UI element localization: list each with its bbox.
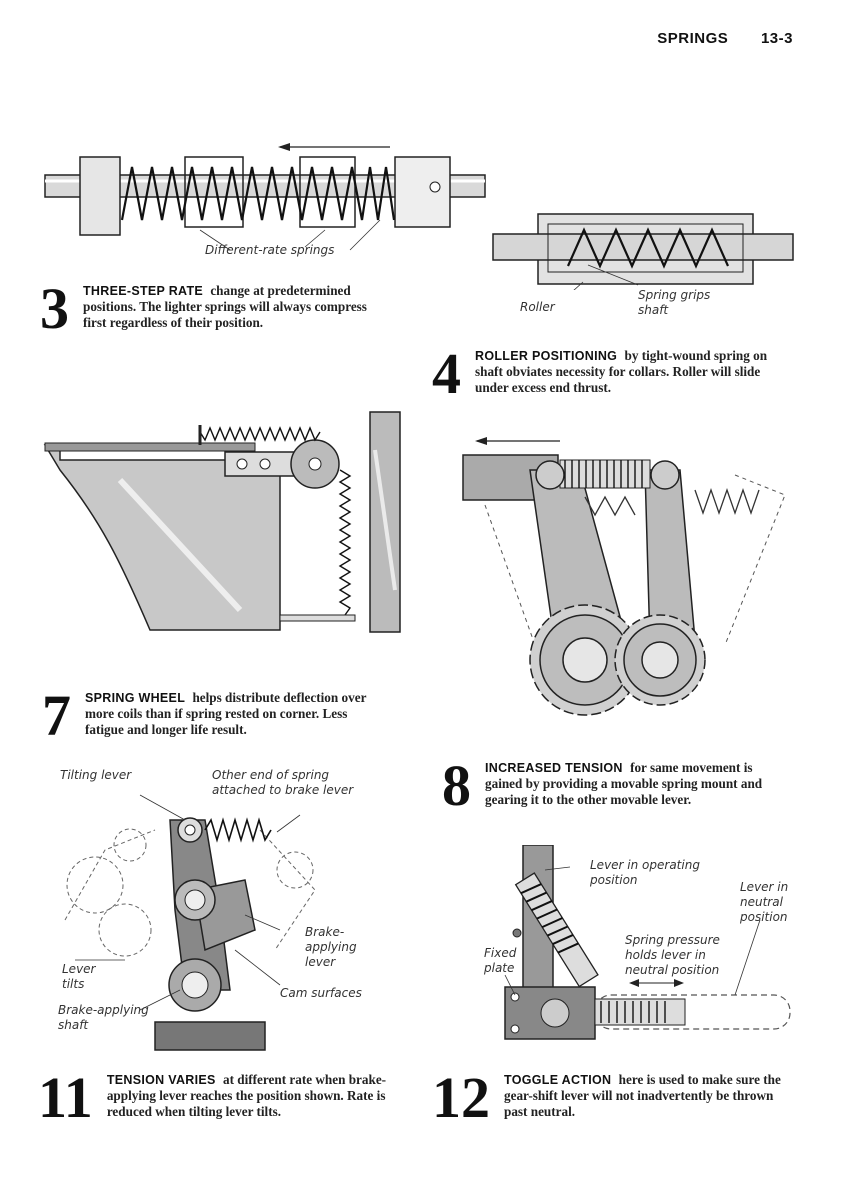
figure-3-caption: 3 THREE-STEP RATE change at predetermine… bbox=[40, 276, 385, 341]
page-header: SPRINGS 13-3 bbox=[657, 30, 793, 47]
figure-4-text: by tight-wound spring on shaft obviates … bbox=[475, 348, 768, 396]
label-brake-applying-lever: Brake- applying lever bbox=[305, 925, 357, 970]
label-spring-pressure: Spring pressure holds lever in neutral p… bbox=[625, 933, 720, 978]
label-pressure-line1: Spring pressure bbox=[625, 933, 720, 947]
label-lever-tilts-line2: tilts bbox=[62, 977, 85, 991]
label-pressure-line2: holds lever in bbox=[625, 948, 706, 962]
label-tilting-lever: Tilting lever bbox=[60, 768, 132, 782]
label-lever-tilts-line1: Lever bbox=[62, 962, 96, 976]
figure-11-illustration bbox=[45, 790, 375, 1055]
figure-8-text: for same movement is gained by providing… bbox=[485, 760, 763, 808]
figure-12-text: here is used to make sure the gear-shift… bbox=[504, 1072, 781, 1120]
figure-4-title: ROLLER POSITIONING bbox=[475, 349, 618, 363]
section-title: SPRINGS bbox=[657, 30, 729, 47]
label-shaft-line1: Brake-applying bbox=[58, 1003, 149, 1017]
label-neutral-line1: Lever in bbox=[740, 880, 789, 894]
figure-11-caption: 11 TENSION VARIES at different rate when… bbox=[38, 1065, 398, 1130]
label-brake-lever-line1: Brake- bbox=[305, 925, 345, 939]
label-brake-lever-line3: lever bbox=[305, 955, 336, 969]
figure-11-title: TENSION VARIES bbox=[106, 1073, 216, 1087]
figure-12-caption: 12 TOGGLE ACTION here is used to make su… bbox=[432, 1065, 800, 1130]
figure-12-illustration bbox=[495, 845, 800, 1045]
figure-3-illustration bbox=[40, 135, 495, 265]
figure-7-caption: 7 SPRING WHEEL helps distribute deflecti… bbox=[42, 683, 382, 748]
figure-12-number: 12 bbox=[432, 1065, 490, 1130]
label-spring-grips-line1: Spring grips bbox=[638, 288, 711, 302]
figure-7-title: SPRING WHEEL bbox=[85, 691, 186, 705]
label-neutral-line2: neutral bbox=[740, 895, 783, 909]
figure-8-number: 8 bbox=[442, 753, 471, 818]
figure-8-illustration bbox=[455, 435, 795, 735]
label-other-end-line2: attached to brake lever bbox=[212, 783, 354, 797]
label-operating-line1: Lever in operating bbox=[590, 858, 700, 872]
figure-8-caption: 8 INCREASED TENSION for same movement is… bbox=[442, 753, 787, 818]
label-lever-tilts: Lever tilts bbox=[62, 962, 96, 992]
label-pressure-line3: neutral position bbox=[625, 963, 720, 977]
label-lever-neutral-position: Lever in neutral position bbox=[740, 880, 788, 925]
figure-4-caption: 4 ROLLER POSITIONING by tight-wound spri… bbox=[432, 341, 777, 406]
figure-7-illustration bbox=[40, 410, 410, 640]
label-cam-surfaces: Cam surfaces bbox=[280, 986, 362, 1000]
label-lever-operating-position: Lever in operating position bbox=[590, 858, 700, 888]
label-shaft-line2: shaft bbox=[58, 1018, 89, 1032]
label-roller: Roller bbox=[520, 300, 555, 314]
figure-3-number: 3 bbox=[40, 276, 69, 341]
figure-11-number: 11 bbox=[38, 1065, 93, 1130]
label-operating-line2: position bbox=[590, 873, 638, 887]
label-spring-grips-line2: shaft bbox=[638, 303, 669, 317]
figure-11-text: at different rate when brake-applying le… bbox=[106, 1072, 387, 1120]
label-different-rate-springs: Different-rate springs bbox=[205, 243, 335, 257]
figure-4-number: 4 bbox=[432, 341, 461, 406]
label-neutral-line3: position bbox=[740, 910, 788, 924]
figure-4-illustration bbox=[488, 210, 798, 290]
label-brake-applying-shaft: Brake-applying shaft bbox=[58, 1003, 149, 1033]
figure-7-number: 7 bbox=[42, 683, 71, 748]
label-fixed-plate: Fixed plate bbox=[484, 946, 516, 976]
figure-8-title: INCREASED TENSION bbox=[485, 761, 623, 775]
label-fixed-line1: Fixed bbox=[484, 946, 517, 960]
label-fixed-line2: plate bbox=[484, 961, 515, 975]
figure-3-text: change at predetermined positions. The l… bbox=[83, 283, 367, 331]
page-number: 13-3 bbox=[760, 30, 793, 47]
label-spring-grips: Spring grips shaft bbox=[638, 288, 710, 318]
label-brake-lever-line2: applying bbox=[305, 940, 357, 954]
figure-7-text: helps distribute deflection over more co… bbox=[85, 690, 367, 738]
figure-3-title: THREE-STEP RATE bbox=[83, 284, 204, 298]
label-other-end-of-spring: Other end of spring attached to brake le… bbox=[212, 768, 353, 798]
figure-12-title: TOGGLE ACTION bbox=[504, 1073, 612, 1087]
label-other-end-line1: Other end of spring bbox=[212, 768, 330, 782]
